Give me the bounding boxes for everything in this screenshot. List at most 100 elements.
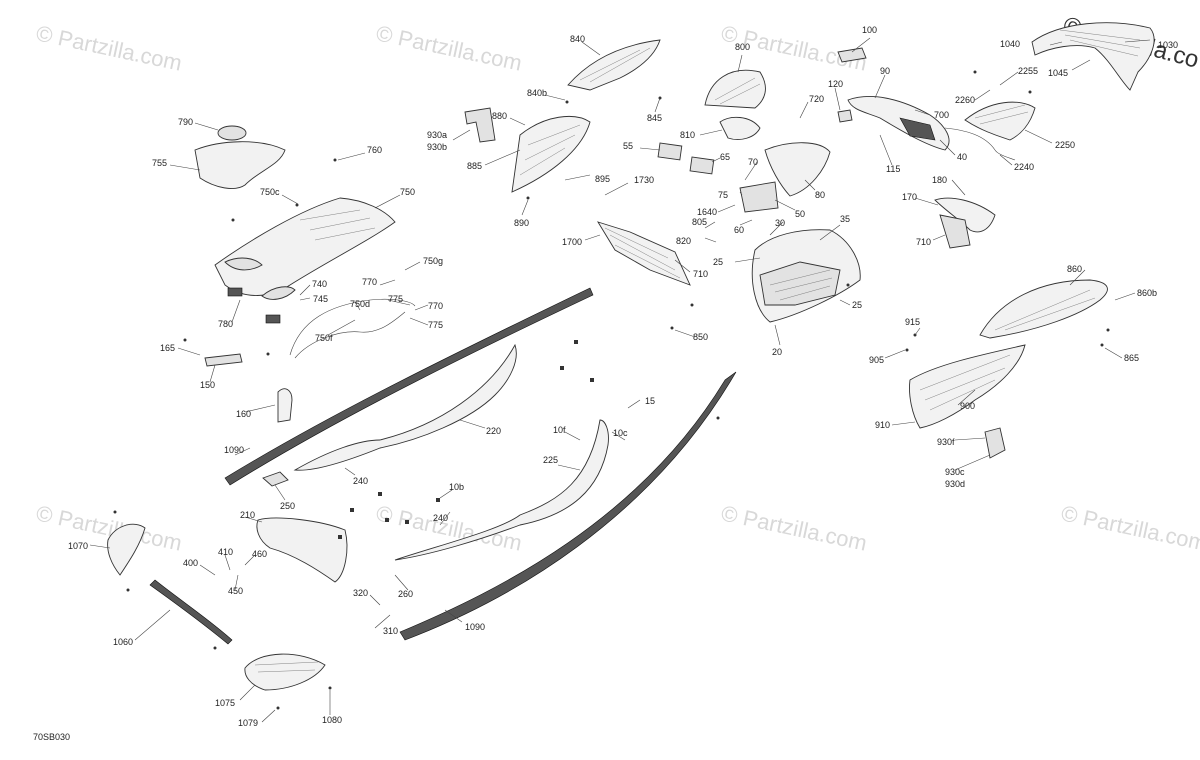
callout-120: 120 (828, 79, 843, 89)
leader-lines (89, 37, 1151, 723)
callout-710: 710 (916, 237, 931, 247)
callout-160: 160 (236, 409, 251, 419)
callout-240: 240 (353, 476, 368, 486)
callout-860: 860 (1067, 264, 1082, 274)
watermark: © Partzilla.com (374, 20, 524, 75)
callout-750d: 750d (350, 299, 370, 309)
callout-180: 180 (932, 175, 947, 185)
callout-810: 810 (680, 130, 695, 140)
callout-2255: 2255 (1018, 66, 1038, 76)
callout-225: 225 (543, 455, 558, 465)
callout-75: 75 (718, 190, 728, 200)
callout-880: 880 (492, 111, 507, 121)
callout-260: 260 (398, 589, 413, 599)
callout-900: 900 (960, 401, 975, 411)
callout-80: 80 (815, 190, 825, 200)
callout-250: 250 (280, 501, 295, 511)
callout-930b: 930b (427, 142, 447, 152)
callout-35: 35 (840, 214, 850, 224)
callout-1080: 1080 (322, 715, 342, 725)
callout-775: 775 (428, 320, 443, 330)
callout-400: 400 (183, 558, 198, 568)
callout-790: 790 (178, 117, 193, 127)
watermarks: © Partzilla.com © Partzilla.com © Partzi… (34, 12, 1200, 556)
callout-750: 750 (400, 187, 415, 197)
diagram-code: 70SB030 (33, 732, 70, 742)
callout-930d: 930d (945, 479, 965, 489)
callout-905: 905 (869, 355, 884, 365)
callout-10f: 10f (553, 425, 566, 435)
callout-1700: 1700 (562, 237, 582, 247)
part-shapes (107, 22, 1155, 710)
callout-740: 740 (312, 279, 327, 289)
callout-930a: 930a (427, 130, 447, 140)
callout-1030: 1030 (1158, 40, 1178, 50)
callout-10c: 10c (613, 428, 628, 438)
callout-885: 885 (467, 161, 482, 171)
callout-30: 30 (775, 218, 785, 228)
callout-930c: 930c (945, 467, 965, 477)
callout-25: 25 (713, 257, 723, 267)
callout-780: 780 (218, 319, 233, 329)
callout-150: 150 (200, 380, 215, 390)
callout-70: 70 (748, 157, 758, 167)
callout-320: 320 (353, 588, 368, 598)
callout-805: 805 (692, 217, 707, 227)
callout-910: 910 (875, 420, 890, 430)
callout-775: 775 (388, 294, 403, 304)
callout-850: 850 (693, 332, 708, 342)
callout-170: 170 (902, 192, 917, 202)
callout-710: 710 (693, 269, 708, 279)
callout-55: 55 (623, 141, 633, 151)
watermark: © Partzilla.com (719, 500, 869, 555)
callout-410: 410 (218, 547, 233, 557)
callout-860b: 860b (1137, 288, 1157, 298)
callout-840b: 840b (527, 88, 547, 98)
callout-2260: 2260 (955, 95, 975, 105)
callout-50: 50 (795, 209, 805, 219)
callout-310: 310 (383, 626, 398, 636)
callout-750g: 750g (423, 256, 443, 266)
watermark: © Partzilla.com (1059, 500, 1200, 555)
callout-770: 770 (362, 277, 377, 287)
callout-220: 220 (486, 426, 501, 436)
callout-1045: 1045 (1048, 68, 1068, 78)
callout-865: 865 (1124, 353, 1139, 363)
callout-60: 60 (734, 225, 744, 235)
callout-895: 895 (595, 174, 610, 184)
callout-760: 760 (367, 145, 382, 155)
callout-750f: 750f (315, 333, 333, 343)
callout-1730: 1730 (634, 175, 654, 185)
callout-1075: 1075 (215, 698, 235, 708)
callout-15: 15 (645, 396, 655, 406)
callout-915: 915 (905, 317, 920, 327)
watermark: © Partzilla.com (34, 20, 184, 75)
callout-115: 115 (886, 164, 900, 174)
callout-labels: 100 1030 1040 1045 840 800 840b 845 880 … (33, 25, 1178, 742)
callout-10b: 10b (449, 482, 464, 492)
callout-1090: 1090 (224, 445, 244, 455)
callout-1060: 1060 (113, 637, 133, 647)
callout-820: 820 (676, 236, 691, 246)
callout-1640: 1640 (697, 207, 717, 217)
callout-450: 450 (228, 586, 243, 596)
callout-240: 240 (433, 513, 448, 523)
callout-25: 25 (852, 300, 862, 310)
callout-720: 720 (809, 94, 824, 104)
callout-2240: 2240 (1014, 162, 1034, 172)
callout-1070: 1070 (68, 541, 88, 551)
callout-770: 770 (428, 301, 443, 311)
callout-700: 700 (934, 110, 949, 120)
callout-1090: 1090 (465, 622, 485, 632)
callout-800: 800 (735, 42, 750, 52)
callout-100: 100 (862, 25, 877, 35)
callout-1040: 1040 (1000, 39, 1020, 49)
callout-20: 20 (772, 347, 782, 357)
callout-210: 210 (240, 510, 255, 520)
callout-890: 890 (514, 218, 529, 228)
callout-460: 460 (252, 549, 267, 559)
callout-845: 845 (647, 113, 662, 123)
callout-755: 755 (152, 158, 167, 168)
callout-930f: 930f (937, 437, 955, 447)
